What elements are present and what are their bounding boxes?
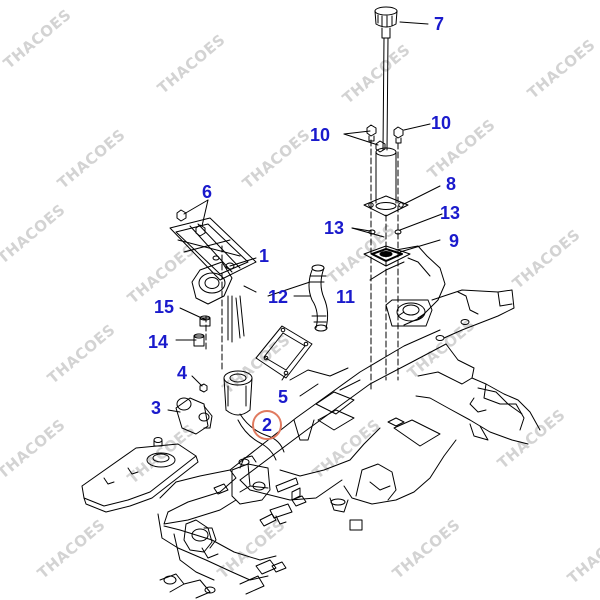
bolt xyxy=(196,225,205,236)
callout-9: 9 xyxy=(449,231,460,251)
callout-5: 5 xyxy=(278,387,289,407)
dipstick-tube xyxy=(364,148,408,216)
assembly-centerline xyxy=(206,140,398,390)
callout-10: 10 xyxy=(310,125,331,145)
callout-13: 13 xyxy=(440,203,461,223)
callout-2: 2 xyxy=(262,415,273,435)
callout-7: 7 xyxy=(434,14,445,34)
dipstick-rod xyxy=(383,38,388,150)
leader-lines xyxy=(168,22,442,412)
callout-3: 3 xyxy=(151,398,162,418)
filter-bracket xyxy=(170,218,256,342)
lower-bracket xyxy=(158,470,306,598)
bolt xyxy=(367,125,376,141)
highlight-circle xyxy=(252,410,282,440)
plate-gasket xyxy=(256,326,312,378)
screw xyxy=(200,384,207,392)
step-plate xyxy=(82,438,198,513)
bolt xyxy=(177,210,186,221)
cartridge xyxy=(176,398,212,434)
callout-12: 12 xyxy=(268,287,289,307)
bolt xyxy=(376,141,385,152)
mounting-bracket xyxy=(232,456,270,504)
curved-hose xyxy=(309,265,328,331)
callout-14: 14 xyxy=(148,332,169,352)
callout-1: 1 xyxy=(259,246,270,266)
fitting xyxy=(194,334,204,346)
callout-8: 8 xyxy=(446,174,457,194)
callout-4: 4 xyxy=(177,363,188,383)
callout-6: 6 xyxy=(202,182,213,202)
callout-11: 11 xyxy=(336,287,356,307)
main-frame xyxy=(230,246,540,530)
dipstick-cap xyxy=(375,7,397,38)
callout-10: 10 xyxy=(431,113,452,133)
callout-15: 15 xyxy=(154,297,175,317)
filter-element xyxy=(224,371,252,415)
callout-13: 13 xyxy=(324,218,345,238)
bolt xyxy=(394,127,403,143)
